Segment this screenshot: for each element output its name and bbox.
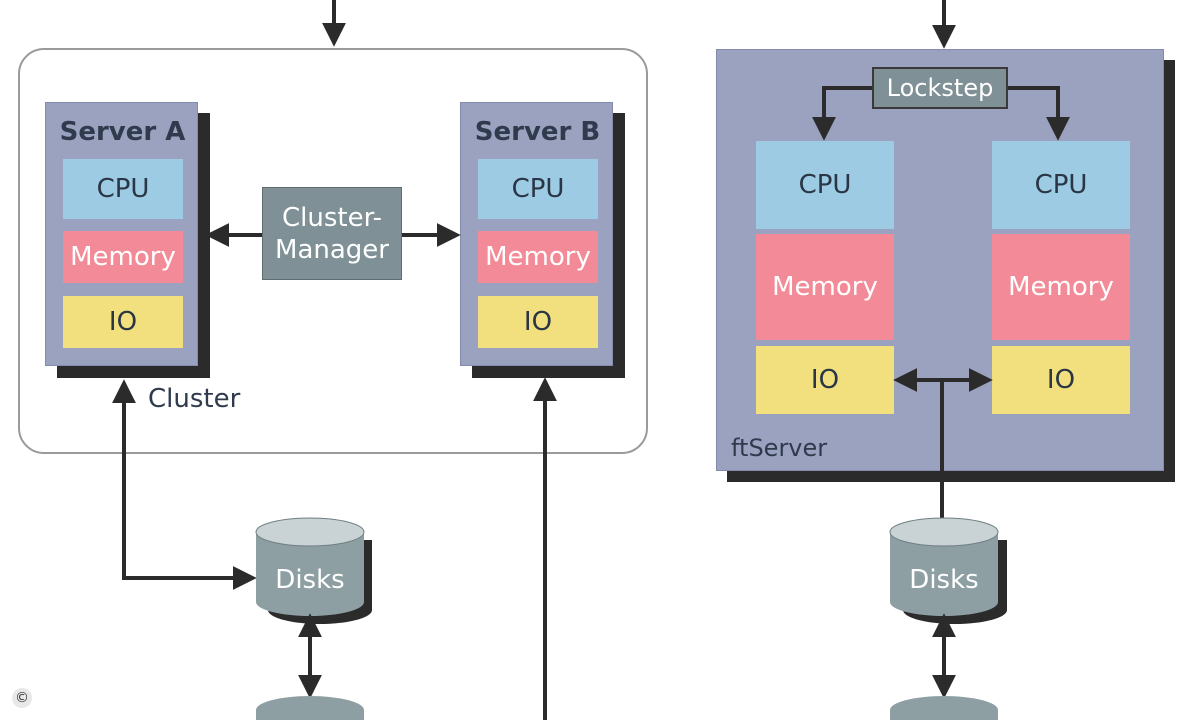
- server-b-title: Server B: [474, 117, 601, 147]
- server-a-cpu: CPU: [63, 159, 183, 219]
- server-a-disk-link: [112, 379, 252, 580]
- server-b-io: IO: [478, 296, 598, 348]
- cluster-manager: Cluster- Manager: [262, 187, 402, 280]
- disks-cluster-label: Disks: [275, 565, 345, 595]
- copyright-badge: ©: [12, 688, 32, 708]
- ft-right-cpu: CPU: [992, 141, 1130, 229]
- ft-left-cpu: CPU: [756, 141, 894, 229]
- cluster-manager-line2: Manager: [275, 234, 389, 265]
- server-b-memory: Memory: [478, 231, 598, 283]
- disks-ftserver-lower: [890, 696, 998, 720]
- server-a-title: Server A: [59, 117, 186, 147]
- disks-cluster: [255, 517, 372, 624]
- ft-left-io: IO: [756, 346, 894, 414]
- server-b-cpu: CPU: [478, 159, 598, 219]
- server-a: Server A CPU Memory IO: [45, 102, 198, 366]
- ft-left-memory: Memory: [756, 234, 894, 340]
- cluster-manager-line1: Cluster-: [281, 202, 382, 233]
- server-a-memory: Memory: [63, 231, 183, 283]
- disks-ftserver-label: Disks: [909, 565, 979, 595]
- server-b: Server B CPU Memory IO: [460, 102, 613, 366]
- disks-cluster-lower: [256, 696, 364, 720]
- cluster-label: Cluster: [148, 384, 241, 414]
- disks-ftserver: [889, 517, 1007, 624]
- lockstep-box: Lockstep: [872, 67, 1008, 109]
- lockstep-to-left-cpu: [812, 86, 872, 141]
- ftserver-label: ftServer: [731, 434, 828, 462]
- lockstep-to-right-cpu: [1008, 86, 1070, 141]
- ft-right-memory: Memory: [992, 234, 1130, 340]
- server-a-io: IO: [63, 296, 183, 348]
- ft-right-io: IO: [992, 346, 1130, 414]
